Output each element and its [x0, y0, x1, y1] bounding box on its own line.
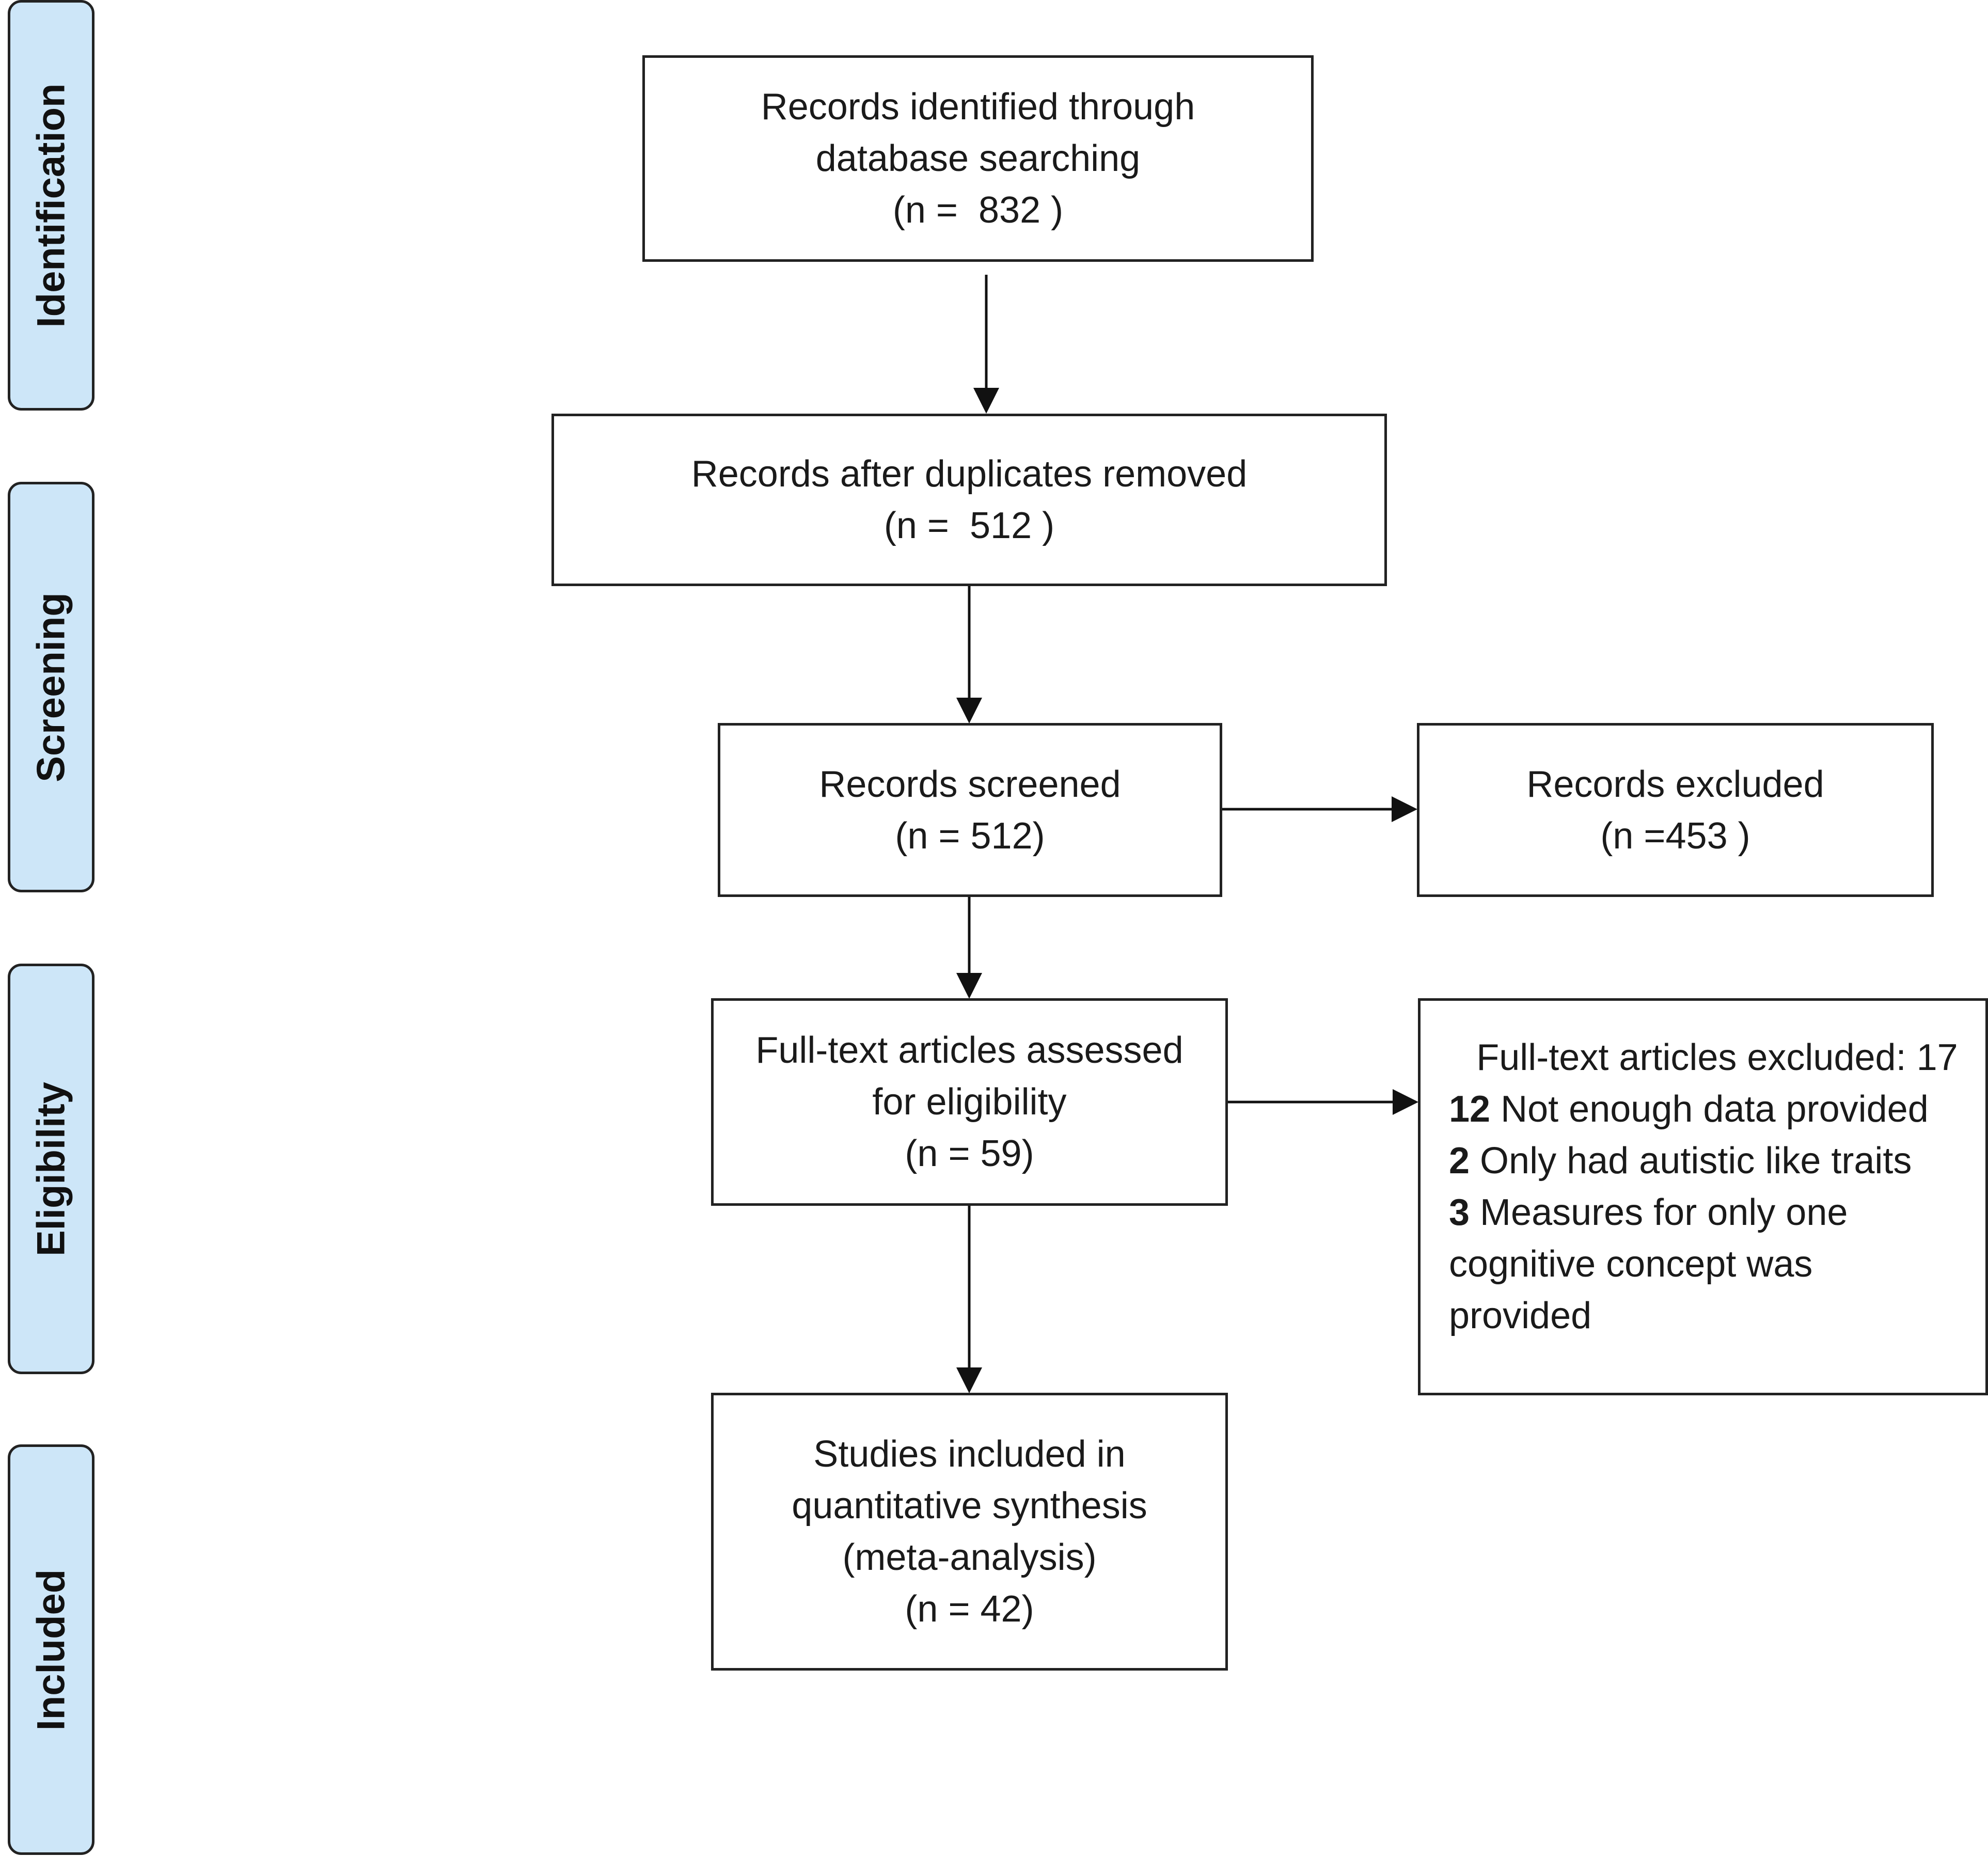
box-text-line: Records screened	[819, 763, 1121, 805]
fulltext-assessed-box: Full-text articles assessed for eligibil…	[711, 998, 1228, 1206]
studies-included-box: Studies included in quantitative synthes…	[711, 1393, 1228, 1671]
exclusion-text: Only had autistic like traits	[1470, 1140, 1912, 1182]
stage-tab-included: Included	[8, 1444, 94, 1855]
box-text-line: Records after duplicates removed	[691, 453, 1248, 495]
box-text-line: Full-text articles assessed	[755, 1030, 1184, 1071]
stage-tab-screening: Screening	[8, 482, 94, 892]
box-text-line: (n =453 )	[1600, 815, 1750, 857]
stage-tab-identification: Identification	[8, 0, 94, 411]
box-text-line: Records excluded	[1526, 763, 1824, 805]
box-text-line: quantitative synthesis	[792, 1485, 1147, 1526]
exclusion-text: Measures for only one	[1470, 1192, 1848, 1233]
box-text-line: (n = 512)	[895, 815, 1045, 857]
exclusion-count: 3	[1449, 1192, 1470, 1233]
box-text-line: (n = 42)	[905, 1588, 1034, 1630]
exclusion-count: 2	[1449, 1140, 1470, 1182]
box-text-line: (n = 832 )	[892, 190, 1064, 231]
exclusion-text: Not enough data provided	[1490, 1089, 1929, 1130]
stage-tab-eligibility: Eligibility	[8, 964, 94, 1374]
exclusion-reason: 12 Not enough data provided	[1449, 1083, 1929, 1135]
records-excluded-box: Records excluded (n =453 )	[1417, 723, 1934, 897]
exclusion-continuation: cognitive concept was	[1449, 1244, 1813, 1285]
duplicates-removed-box: Records after duplicates removed (n = 51…	[551, 414, 1387, 586]
exclusion-count: 12	[1449, 1089, 1491, 1130]
fulltext-excluded-title: Full-text articles excluded: 17	[1476, 1037, 1958, 1078]
box-text-line: database searching	[815, 138, 1141, 179]
records-identified-box: Records identified through database sear…	[642, 55, 1314, 262]
box-text-line: Records identified through	[761, 86, 1195, 128]
box-text-line: Studies included in	[813, 1434, 1126, 1475]
box-text-line: (meta-analysis)	[842, 1537, 1097, 1578]
box-text-line: (n = 512 )	[883, 505, 1055, 546]
exclusion-continuation: provided	[1449, 1295, 1592, 1336]
exclusion-reason: 2 Only had autistic like traits	[1449, 1135, 1912, 1187]
box-text-line: (n = 59)	[905, 1133, 1034, 1174]
box-text-line: for eligibility	[872, 1081, 1067, 1123]
records-screened-box: Records screened (n = 512)	[718, 723, 1222, 897]
fulltext-excluded-box: Full-text articles excluded: 17 12 Not e…	[1418, 998, 1988, 1395]
exclusion-reason: 3 Measures for only one	[1449, 1187, 1848, 1238]
